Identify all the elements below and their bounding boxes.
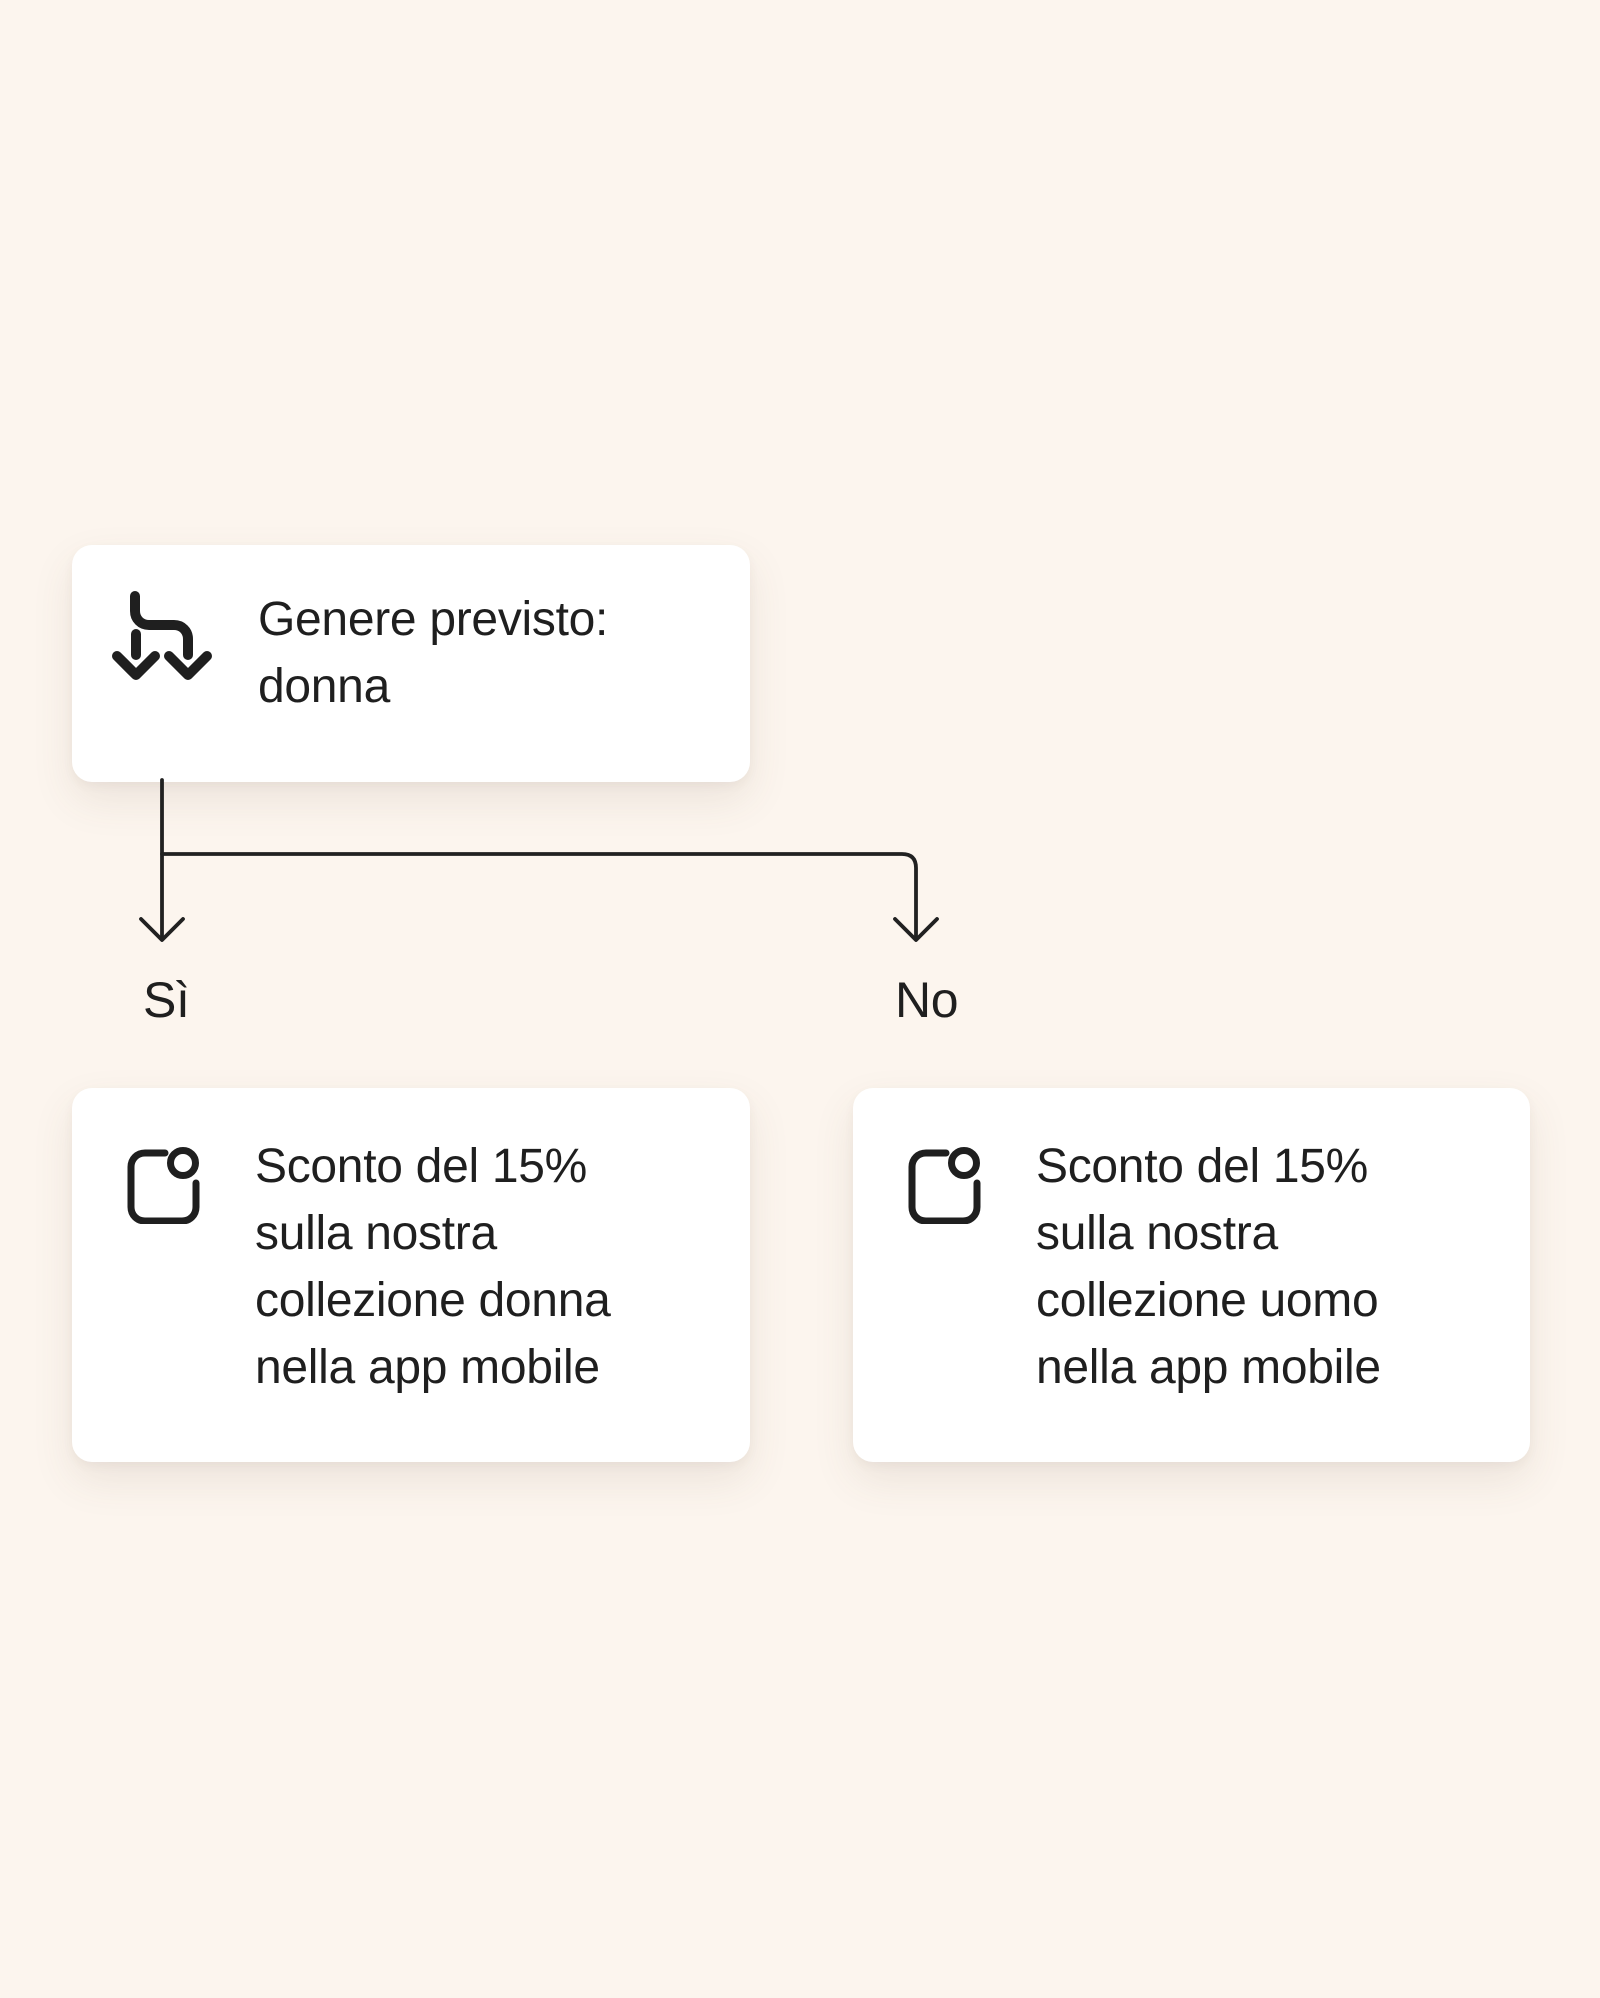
connector-yes [139, 778, 185, 942]
connector-no [160, 852, 939, 942]
action-node-text-yes: Sconto del 15% sulla nostra collezione d… [255, 1140, 611, 1394]
condition-node-card[interactable]: Genere previsto: donna [72, 545, 750, 782]
branch-label-yes: Sì [143, 972, 190, 1028]
action-node-card-no[interactable]: Sconto del 15% sulla nostra collezione u… [853, 1088, 1530, 1462]
notification-badge-icon [127, 1147, 200, 1224]
notification-badge-icon [908, 1147, 981, 1224]
branch-split-icon [112, 591, 212, 680]
branch-connectors [139, 778, 939, 942]
action-node-text-no: Sconto del 15% sulla nostra collezione u… [1036, 1140, 1381, 1394]
condition-node-text: Genere previsto: donna [258, 593, 609, 713]
action-node-card-yes[interactable]: Sconto del 15% sulla nostra collezione d… [72, 1088, 750, 1462]
branch-label-no: No [895, 972, 959, 1028]
